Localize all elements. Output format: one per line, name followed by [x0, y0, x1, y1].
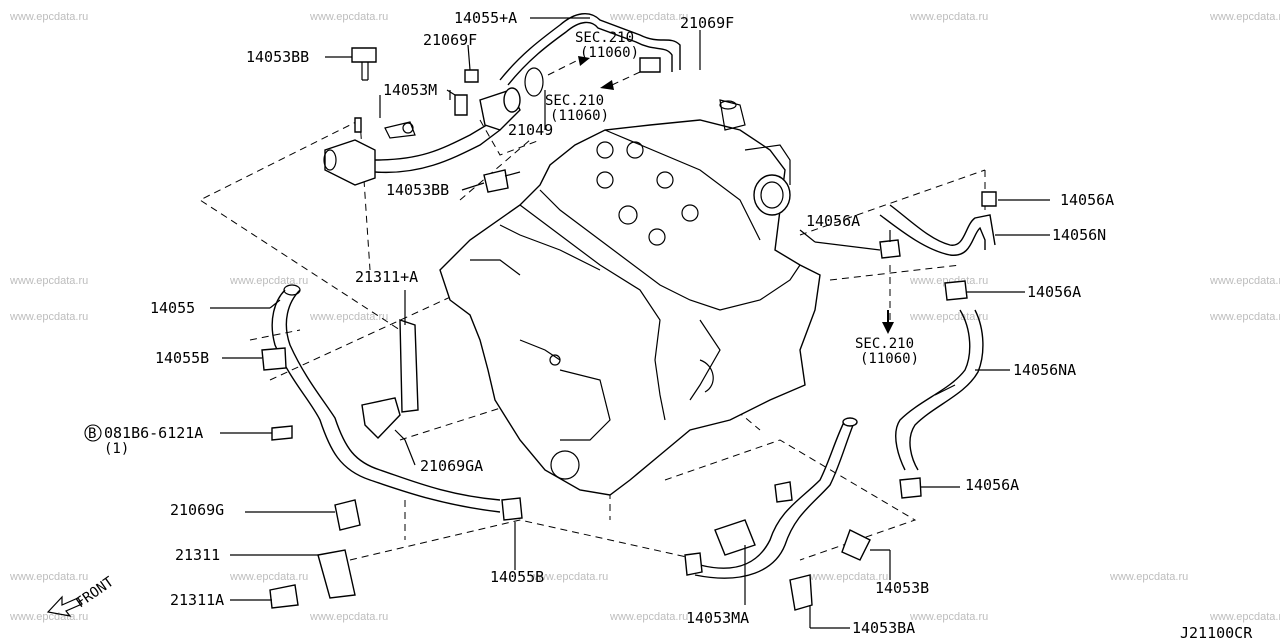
- watermark: www.epcdata.ru: [1209, 611, 1280, 623]
- left-hose-assembly: [261, 284, 523, 609]
- label-14056na: 14056NA: [1013, 361, 1076, 379]
- front-arrow-icon: [46, 595, 83, 617]
- dashed-guides: [198, 119, 986, 561]
- watermark: www.epcdata.ru: [229, 571, 308, 583]
- label-14056a-3: 14056A: [1027, 283, 1081, 301]
- watermark: www.epcdata.ru: [1109, 571, 1188, 583]
- leader-lines: [210, 17, 1050, 629]
- label-21311: 21311: [175, 546, 220, 564]
- watermark: www.epcdata.ru: [229, 275, 308, 287]
- label-14056n: 14056N: [1052, 226, 1106, 244]
- label-14056a-4: 14056A: [965, 476, 1019, 494]
- label-bolt-code: 081B6-6121A: [104, 424, 203, 442]
- label-14055-a: 14055+A: [454, 9, 517, 27]
- watermark: www.epcdata.ru: [9, 611, 88, 623]
- label-21311-a-top: 21311+A: [355, 268, 418, 286]
- watermark: www.epcdata.ru: [9, 11, 88, 23]
- watermark: www.epcdata.ru: [1209, 11, 1280, 23]
- label-14053ba: 14053BA: [852, 619, 915, 637]
- label-sec210-mid: SEC.210: [545, 93, 604, 109]
- watermark: www.epcdata.ru: [909, 611, 988, 623]
- watermarks: www.epcdata.ru www.epcdata.ru www.epcdat…: [9, 11, 1280, 623]
- label-sec210-top-ref: (11060): [580, 45, 639, 61]
- label-21069f-top: 21069F: [680, 14, 734, 32]
- watermark: www.epcdata.ru: [309, 311, 388, 323]
- watermark: www.epcdata.ru: [1209, 275, 1280, 287]
- label-bolt-prefix: B: [88, 426, 96, 442]
- label-21311a: 21311A: [170, 591, 224, 609]
- watermark: www.epcdata.ru: [9, 571, 88, 583]
- watermark: www.epcdata.ru: [909, 275, 988, 287]
- watermark: www.epcdata.ru: [9, 311, 88, 323]
- watermark: www.epcdata.ru: [1209, 311, 1280, 323]
- watermark: www.epcdata.ru: [529, 571, 608, 583]
- label-14053b: 14053B: [875, 579, 929, 597]
- water-pipe-assembly: [684, 417, 871, 611]
- engine-block: [439, 99, 821, 496]
- label-14053m: 14053M: [383, 81, 437, 99]
- label-14055: 14055: [150, 299, 195, 317]
- label-sec210-mid-ref: (11060): [550, 108, 609, 124]
- label-sec210-low-ref: (11060): [860, 351, 919, 367]
- label-21049: 21049: [508, 121, 553, 139]
- watermark: www.epcdata.ru: [909, 11, 988, 23]
- label-14055b: 14055B: [155, 349, 209, 367]
- label-14053bb-mid: 14053BB: [386, 181, 449, 199]
- label-14053ma: 14053MA: [686, 609, 749, 627]
- watermark: www.epcdata.ru: [909, 311, 988, 323]
- watermark: www.epcdata.ru: [309, 611, 388, 623]
- pcv-valve-assembly: [323, 13, 681, 193]
- watermark: www.epcdata.ru: [309, 11, 388, 23]
- label-sec210-top: SEC.210: [575, 30, 634, 46]
- watermark: www.epcdata.ru: [609, 11, 688, 23]
- right-hose-assembly: [879, 191, 997, 499]
- label-sec210-low: SEC.210: [855, 336, 914, 352]
- bolt-circle-icon: [84, 424, 102, 442]
- watermark: www.epcdata.ru: [609, 611, 688, 623]
- label-14056a-1: 14056A: [806, 212, 860, 230]
- label-14053bb-top: 14053BB: [246, 48, 309, 66]
- label-21069g: 21069G: [170, 501, 224, 519]
- label-14056a-2: 14056A: [1060, 191, 1114, 209]
- direction-arrows: [46, 56, 894, 617]
- label-14055b-low: 14055B: [490, 568, 544, 586]
- label-bolt-qty: (1): [104, 441, 129, 457]
- label-21069f-left: 21069F: [423, 31, 477, 49]
- watermark: www.epcdata.ru: [809, 571, 888, 583]
- diagram-code: J21100CR: [1180, 624, 1253, 640]
- callout-labels: 14055+A 21069F 21069F 14053BB SEC.210 (1…: [73, 9, 1253, 640]
- watermark: www.epcdata.ru: [9, 275, 88, 287]
- label-21069ga: 21069GA: [420, 457, 483, 475]
